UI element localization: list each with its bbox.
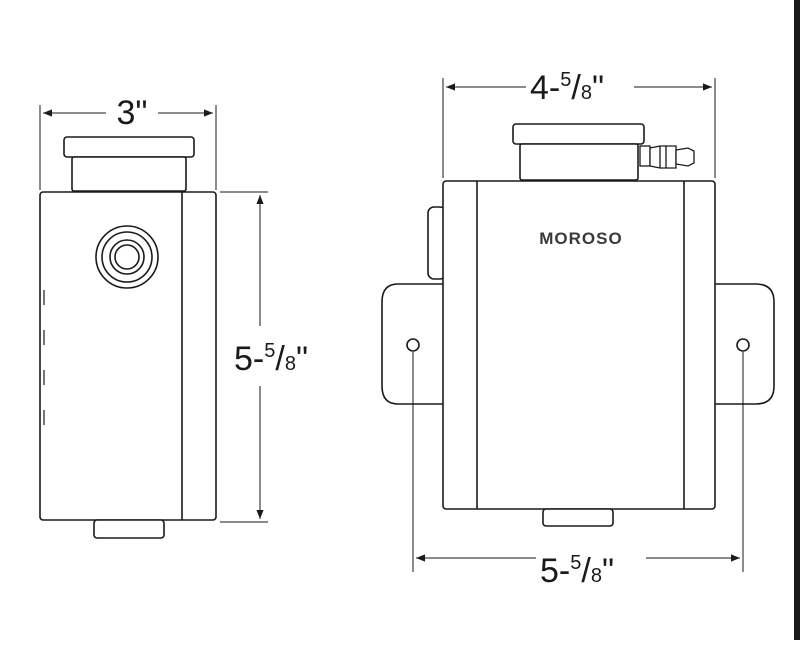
front-width-den: 8 [581,82,592,104]
mount-hole-left [406,338,420,352]
side-width-dimension [39,105,217,190]
side-height-num: 5 [264,340,275,362]
front-width-dimension [442,78,716,178]
mount-width-label: 5-5/8" [540,552,614,590]
mount-hole-right [736,338,750,352]
mount-flange [381,283,775,405]
front-view [381,123,775,527]
side-cap [63,136,195,192]
side-bottom-drain [93,519,165,539]
mount-width-num: 5 [570,552,581,574]
front-bottom-drain [542,508,614,527]
mount-width-main: 5- [540,552,570,590]
mount-width-den: 8 [591,565,602,587]
brand-label: MOROSO [539,229,622,248]
side-height-main: 5- [234,340,264,378]
front-width-tail: " [592,69,604,107]
front-width-num: 5 [560,69,571,91]
right-border [794,0,800,640]
side-width-label: 3" [117,94,148,132]
side-height-label: 5-5/8" [234,340,308,378]
side-height-dimension [220,191,268,523]
side-height-tail: " [296,340,308,378]
side-width-main: 3" [117,94,148,132]
front-width-label: 4-5/8" [530,69,604,107]
side-height-den: 8 [285,353,296,375]
front-cap [512,123,645,181]
front-width-main: 4- [530,69,560,107]
side-port-fitting [95,225,159,289]
mount-width-tail: " [602,552,614,590]
mount-width-dimension [412,352,744,572]
side-view [39,136,217,539]
front-barb-fitting [639,145,695,169]
